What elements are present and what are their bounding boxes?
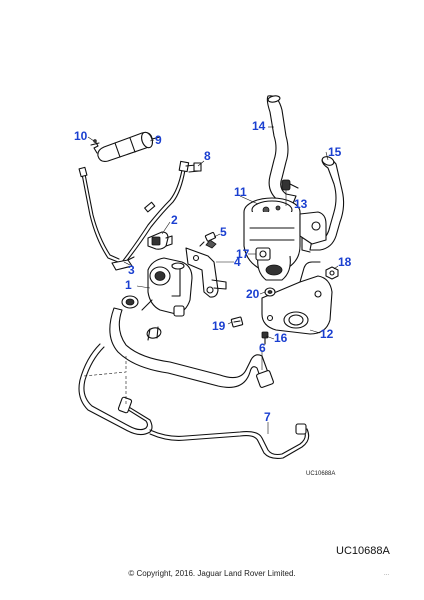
callout-10: 10 [74, 129, 88, 143]
part-14-hose [266, 95, 297, 207]
part-11-air-pump [243, 197, 327, 281]
diagram-code-large: UC10688A [336, 545, 390, 557]
diagram-code-small: UC10688A [306, 471, 335, 477]
part-12-bracket [261, 261, 333, 335]
part-2-connector [147, 231, 173, 250]
callout-15: 15 [328, 145, 342, 159]
corner-mark: ··· [384, 572, 389, 578]
callout-2: 2 [171, 213, 178, 227]
part-8-sensor-lead [78, 160, 202, 264]
copyright-text: © Copyright, 2016. Jaguar Land Rover Lim… [128, 569, 295, 578]
callout-13: 13 [294, 197, 308, 211]
callout-1: 1 [125, 278, 132, 292]
part-19-clip [230, 316, 244, 328]
part-20-grommet [264, 287, 276, 297]
callout-19: 19 [212, 319, 226, 333]
callout-20: 20 [246, 287, 260, 301]
callout-6: 6 [259, 341, 266, 355]
callout-12: 12 [320, 327, 334, 341]
callout-17: 17 [236, 247, 250, 261]
part-10-clip [90, 139, 100, 154]
part-18-nut [325, 266, 339, 280]
part-17-connector [255, 247, 271, 261]
part-5-bolt [199, 231, 217, 249]
part-3-bracket [111, 256, 135, 271]
callout-3: 3 [128, 263, 135, 277]
part-1-valve [121, 257, 193, 317]
callout-4: 4 [234, 255, 241, 269]
callout-7: 7 [264, 410, 271, 424]
callout-8: 8 [204, 149, 211, 163]
part-4-bracket [185, 247, 227, 298]
leader-lines [87, 126, 339, 434]
callout-14: 14 [252, 119, 266, 133]
part-6-hose [109, 307, 274, 388]
callout-18: 18 [338, 255, 352, 269]
part-7-pipe [78, 343, 310, 459]
part-13-clip [281, 179, 299, 191]
callout-16: 16 [274, 331, 288, 345]
callout-11: 11 [234, 185, 247, 199]
callout-5: 5 [220, 225, 227, 239]
callout-9: 9 [155, 133, 162, 147]
part-9-canister [97, 131, 161, 162]
